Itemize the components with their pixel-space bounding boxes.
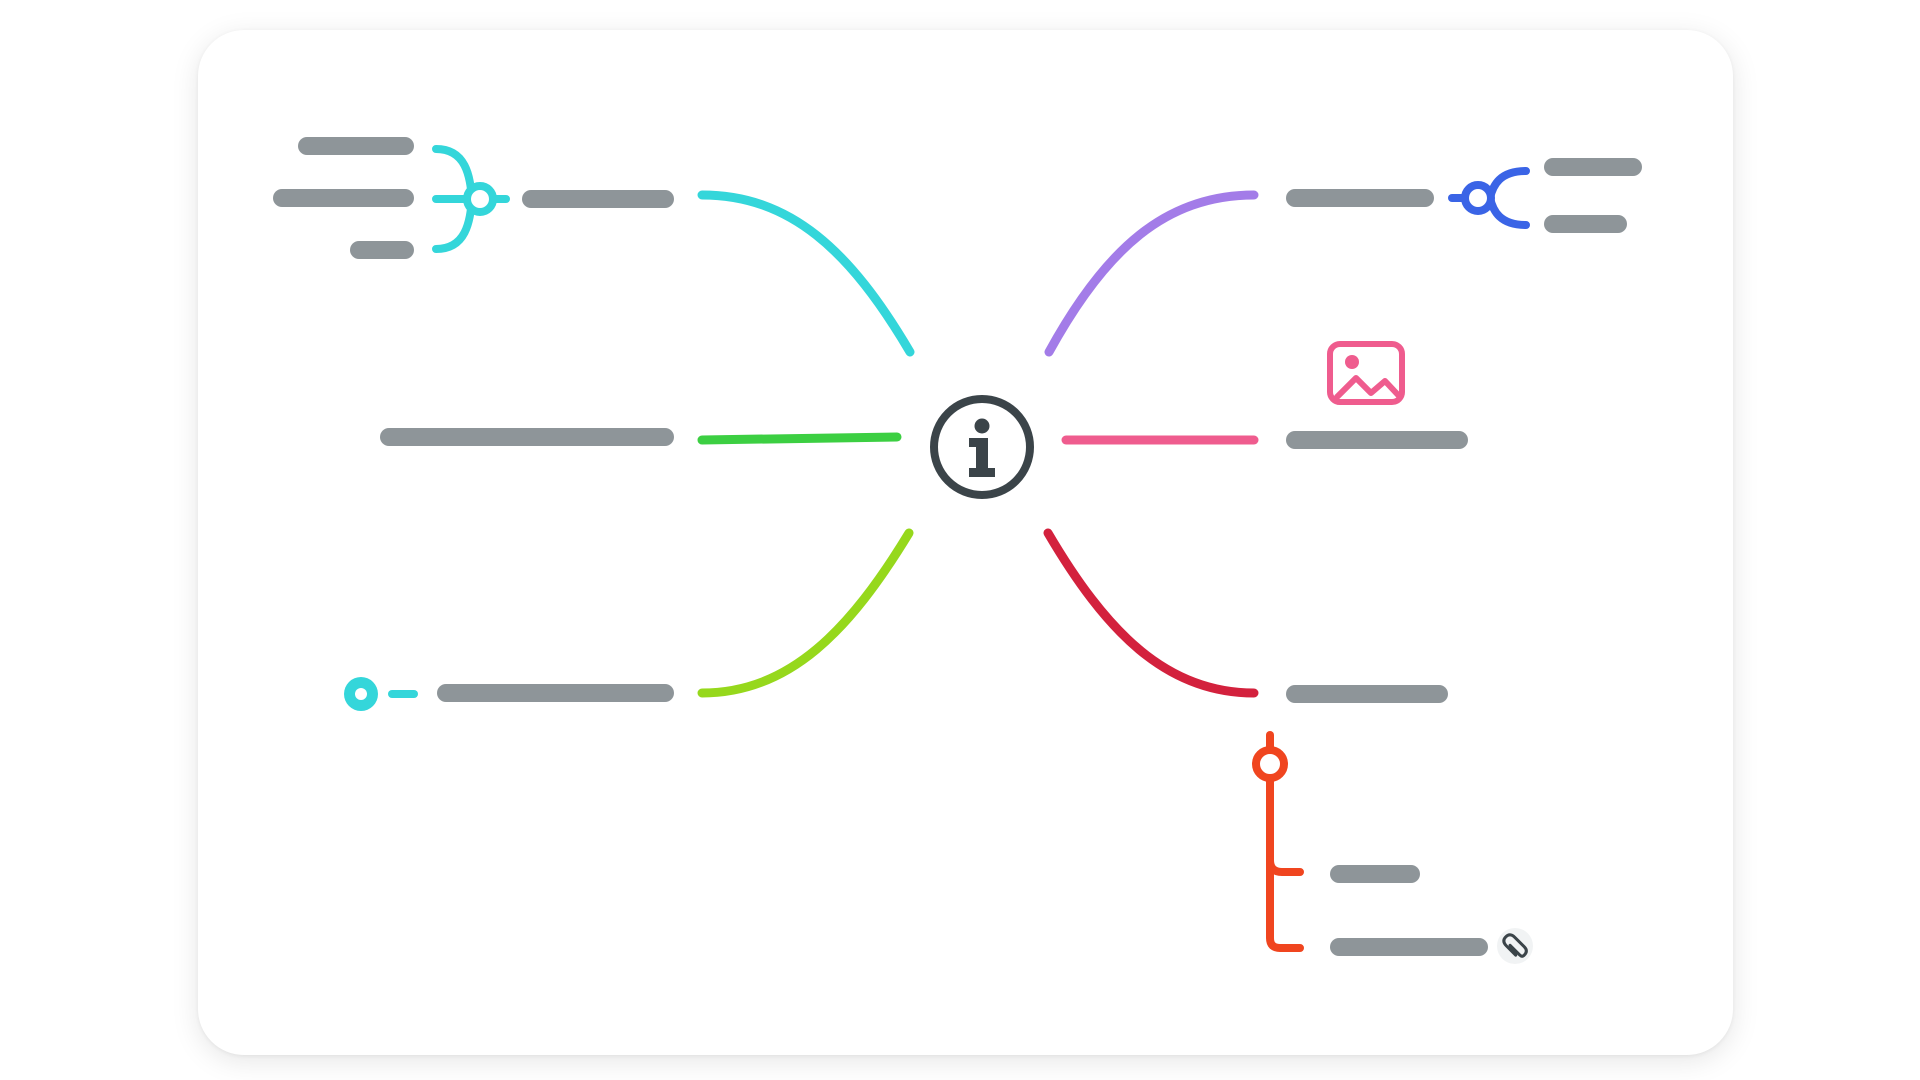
branch-line-bottom-right: [1043, 528, 1259, 698]
fork-three-icon: [432, 145, 510, 253]
branch-line-top-right: [1044, 190, 1259, 357]
subnodes-top-left: [273, 137, 414, 259]
subnodes-bottom-right: [1330, 865, 1488, 956]
center-node[interactable]: [930, 395, 1034, 499]
paperclip-icon[interactable]: [1497, 928, 1533, 964]
branch-line-middle-left: [697, 432, 902, 445]
subnodes-top-right: [1544, 158, 1642, 233]
fork-two-icon: [1448, 167, 1530, 229]
tree-icon: [1252, 731, 1304, 952]
branch-line-bottom-left: [697, 528, 914, 698]
single-node-icon: [344, 677, 418, 711]
image-icon: [1327, 341, 1405, 405]
branch-line-top-left: [697, 190, 915, 357]
info-glyph: [969, 418, 995, 477]
